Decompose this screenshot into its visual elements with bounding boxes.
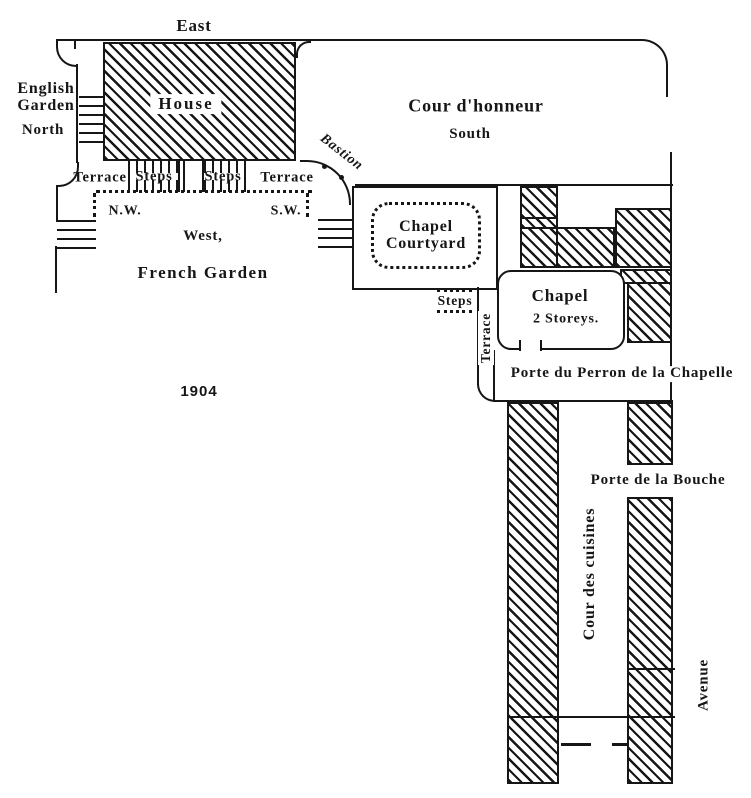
- chapel-steps-dotted: [437, 310, 472, 317]
- porte-perron-bottom-line: [496, 400, 673, 403]
- terrace-row-divider: [128, 160, 131, 192]
- east-wing-block-lower: [627, 497, 673, 784]
- chapel-box: [497, 270, 625, 350]
- service-block: [520, 186, 558, 219]
- service-block: [556, 227, 615, 268]
- steps-comb: [204, 180, 244, 192]
- boundary-left-line-upper: [76, 64, 79, 163]
- stairs-french-garden-west: [57, 220, 96, 249]
- steps-comb: [136, 180, 178, 192]
- french-garden-label: French Garden: [137, 263, 269, 283]
- chapel-door-gap: [521, 345, 541, 353]
- year-label: 1904: [180, 383, 218, 401]
- garden-wall-dotted-corner: [93, 193, 100, 217]
- boundary-left-line-mid: [56, 185, 59, 222]
- cour-honneur-south-line: [355, 184, 673, 187]
- garden-wall-dotted: [96, 190, 312, 197]
- porte-perron-label: Porte du Perron de la Chapelle: [507, 365, 737, 382]
- boundary-top-right-corner: [621, 39, 668, 97]
- terrace-strip-right-line: [493, 350, 496, 402]
- house-block: [103, 42, 296, 161]
- steps-west-label: Steps: [135, 168, 173, 185]
- bastion-dot: [339, 175, 344, 180]
- english-garden-label: English Garden: [17, 80, 75, 114]
- boundary-top-line: [57, 39, 623, 42]
- terrace-west-label: Terrace: [73, 169, 127, 186]
- boundary-top-stub: [74, 40, 77, 49]
- nw-corner-label: N.W.: [108, 203, 142, 219]
- terrace-east-label: Terrace: [260, 169, 314, 186]
- chapel-courtyard-box: [352, 186, 498, 290]
- chapel-storeys-label: 2 Storeys.: [532, 311, 600, 327]
- terrace-row-divider: [202, 160, 205, 192]
- chapel-label: Chapel: [531, 286, 589, 306]
- garden-wall-dotted-corner: [306, 193, 313, 217]
- cour-honneur-label: Cour d'honneur: [408, 95, 544, 116]
- bastion-dot: [322, 164, 327, 169]
- cour-cuisines-label: Cour des cuisines: [581, 507, 598, 641]
- compass-west-label: West,: [183, 228, 223, 245]
- avenue-label: Avenue: [695, 658, 712, 712]
- terrace-row-divider: [183, 160, 186, 192]
- chapel-courtyard-dotted: [371, 202, 481, 269]
- east-wing-block-upper: [627, 402, 673, 465]
- house-label: House: [150, 94, 222, 114]
- compass-east-label: East: [176, 16, 212, 36]
- steps-east-label: Steps: [204, 168, 242, 185]
- steps-comb: [204, 161, 244, 173]
- service-block: [627, 282, 672, 343]
- east-wing-divider: [627, 668, 675, 671]
- west-wing-column: [507, 402, 559, 784]
- boundary-left-join: [56, 39, 59, 47]
- chapel-terrace-label: Terrace: [478, 310, 494, 366]
- service-block: [520, 227, 558, 268]
- chapel-steps-label: Steps: [437, 292, 473, 308]
- chapel-door-tick: [540, 340, 543, 351]
- terrace-row-divider: [178, 160, 181, 192]
- terrace-row-divider: [244, 160, 247, 192]
- boundary-left-line-lower: [55, 246, 58, 293]
- court-dash: [612, 743, 628, 746]
- chapel-steps-dotted: [437, 289, 472, 296]
- steps-comb: [136, 161, 178, 173]
- compass-north-label: North: [21, 122, 65, 139]
- stairs-english-garden: [79, 89, 104, 143]
- chapel-door-tick: [519, 340, 522, 351]
- court-cross-line: [507, 716, 675, 719]
- compass-south-label: South: [449, 126, 491, 143]
- sw-corner-label: S.W.: [270, 203, 302, 219]
- stairs-french-garden-east: [318, 218, 353, 248]
- house-topright-notch: [296, 41, 311, 58]
- chapel-courtyard-label: Chapel Courtyard: [385, 218, 467, 252]
- court-dash: [561, 743, 591, 746]
- porte-bouche-label: Porte de la Bouche: [590, 472, 726, 489]
- service-block: [615, 208, 672, 268]
